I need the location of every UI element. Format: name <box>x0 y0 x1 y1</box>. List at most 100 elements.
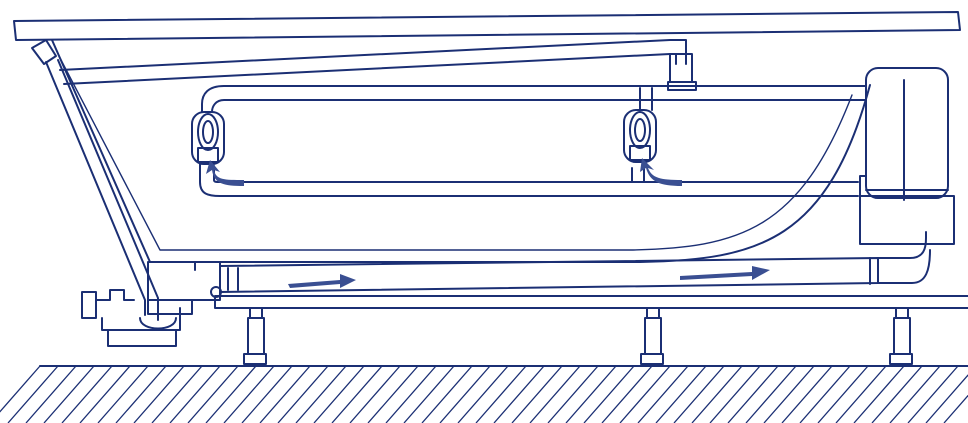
support-frame <box>214 295 968 309</box>
trap-base <box>107 329 177 347</box>
hatch-line <box>115 365 167 423</box>
hatch-line <box>223 365 275 423</box>
hatch-line <box>745 365 797 423</box>
hatch-line <box>403 365 455 423</box>
drain-pipe-left <box>45 61 146 316</box>
hatch-line <box>0 365 41 413</box>
suction-elbow <box>869 231 927 285</box>
hatch-line <box>835 365 887 423</box>
hatch-line <box>565 365 617 423</box>
hatch-line <box>277 365 329 423</box>
hatch-line <box>61 365 113 423</box>
flow-arrows <box>206 158 770 288</box>
hatch-line <box>187 365 239 423</box>
hatch-line <box>457 365 509 423</box>
frame-beam <box>214 295 968 309</box>
trap-bend <box>139 317 177 330</box>
hatch-line <box>349 365 401 423</box>
hatch-line <box>169 365 221 423</box>
hatch-line <box>133 365 185 423</box>
hatch-line <box>7 365 59 423</box>
trap-neck <box>95 289 135 301</box>
return-pipe-bottom <box>199 161 859 197</box>
hatch-line <box>241 365 293 423</box>
hatch-line <box>907 365 959 423</box>
hatch-line <box>853 365 905 423</box>
flow-arrow-2 <box>680 266 770 280</box>
suction-pipe <box>147 231 931 301</box>
hatch-line <box>799 365 851 423</box>
jet-nozzle-left <box>191 111 225 165</box>
hatch-line <box>619 365 671 423</box>
overflow-cap <box>31 39 57 65</box>
nozzle-housing <box>191 111 225 165</box>
foot-left <box>243 307 267 365</box>
shell-outer <box>51 39 871 263</box>
distribution-pipe-loop <box>59 39 867 197</box>
hatch-line <box>691 365 743 423</box>
hatch-line <box>673 365 725 423</box>
nozzle-housing <box>623 109 657 163</box>
hatch-line <box>259 365 311 423</box>
hatch-line <box>781 365 833 423</box>
hatch-line <box>943 394 968 423</box>
adjustable-feet <box>243 307 913 365</box>
hatch-line <box>547 365 599 423</box>
hatch-line <box>25 365 77 423</box>
bathtub-rim <box>13 11 961 41</box>
hatch-line <box>367 365 419 423</box>
hatch-line <box>331 365 383 423</box>
hatch-line <box>385 365 437 423</box>
hatch-line <box>817 365 869 423</box>
hatch-line <box>889 365 941 423</box>
hatch-line <box>655 365 707 423</box>
flow-arrow-nozzle-right <box>640 158 682 186</box>
hatch-line <box>529 365 581 423</box>
hatch-line <box>583 365 635 423</box>
flow-arrow-1 <box>288 274 356 288</box>
suction-pipe-body <box>219 257 879 293</box>
pump-housing <box>859 195 955 245</box>
hatch-line <box>439 365 491 423</box>
foot-middle <box>640 307 664 365</box>
shell-inner <box>59 57 853 251</box>
air-valve <box>669 53 693 83</box>
hatch-line <box>205 365 257 423</box>
hatch-line <box>637 365 689 423</box>
hatch-line <box>601 365 653 423</box>
jet-nozzle-right <box>623 109 657 163</box>
floor-hatching <box>0 365 968 423</box>
rim-outline <box>13 11 961 41</box>
air-pipe-top <box>59 39 687 71</box>
hatch-line <box>97 365 149 423</box>
trap-collar <box>147 299 193 315</box>
pump-motor <box>859 67 955 245</box>
hatch-line <box>511 365 563 423</box>
hatch-line <box>313 365 365 423</box>
trap-body-top <box>101 307 181 331</box>
overflow-drain-pipe <box>31 39 159 321</box>
hatch-line <box>79 365 131 423</box>
hatch-line <box>493 365 545 423</box>
hatch-line <box>295 365 347 423</box>
hatch-line <box>475 365 527 423</box>
drain-trap <box>81 289 193 347</box>
hatch-line <box>709 365 761 423</box>
flow-arrow-nozzle-left <box>206 160 244 186</box>
hatch-line <box>151 365 203 423</box>
air-pipe-bottom <box>63 53 677 85</box>
hatch-line <box>763 365 815 423</box>
bathtub-shell <box>51 39 871 263</box>
pressure-pipe-top <box>201 85 867 113</box>
motor-body <box>865 67 949 199</box>
hatch-line <box>871 365 923 423</box>
hatch-line <box>43 365 95 423</box>
floor <box>0 365 968 423</box>
drain-pipe-right <box>57 59 159 321</box>
trap-inlet <box>81 291 97 319</box>
hatch-line <box>727 365 779 423</box>
suction-coupling <box>147 261 221 301</box>
hatch-line <box>421 365 473 423</box>
